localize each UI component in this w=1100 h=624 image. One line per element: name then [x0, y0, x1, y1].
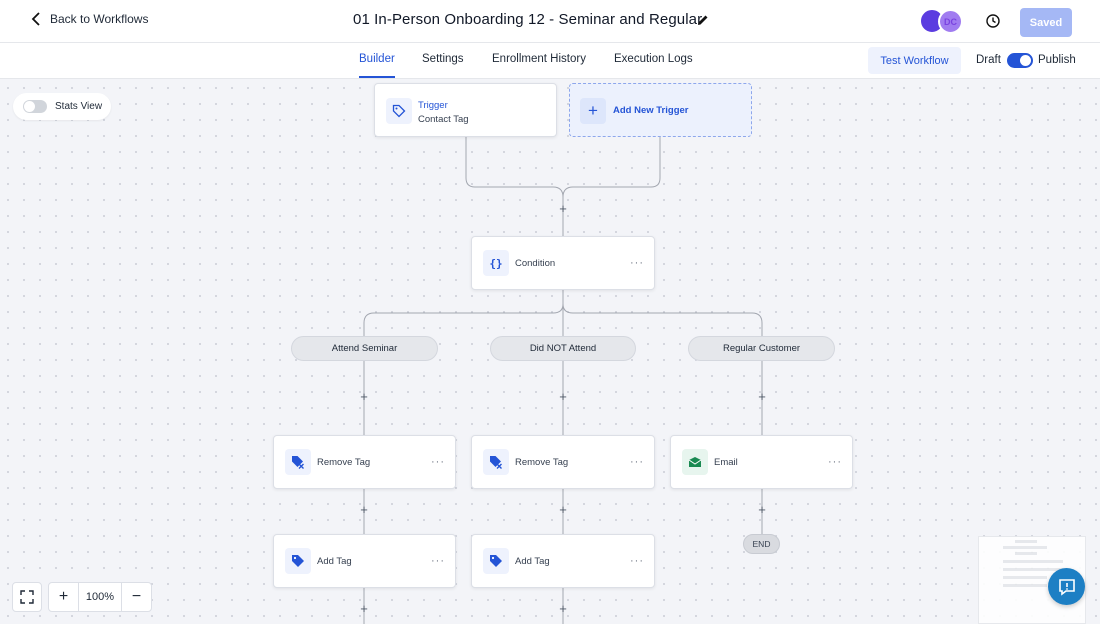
add-new-trigger-button[interactable]: + Add New Trigger [569, 83, 752, 137]
condition-node[interactable]: {} Condition ··· [471, 236, 655, 290]
trigger-title: Trigger [418, 100, 448, 111]
remove-tag-icon [285, 449, 311, 475]
add-step-plus[interactable]: + [758, 389, 766, 404]
add-step-plus[interactable]: + [360, 389, 368, 404]
minimap[interactable] [978, 536, 1086, 624]
active-tab-indicator [359, 76, 395, 78]
branch-regular-customer[interactable]: Regular Customer [688, 336, 835, 361]
add-tag-node[interactable]: Add Tag ··· [471, 534, 655, 588]
back-to-workflows-link[interactable]: Back to Workflows [30, 12, 148, 26]
saved-button[interactable]: Saved [1020, 8, 1072, 37]
add-tag-icon [285, 548, 311, 574]
minimap-node [1003, 576, 1047, 579]
add-step-plus[interactable]: + [559, 389, 567, 404]
feedback-icon [1058, 578, 1075, 596]
top-bar: Back to Workflows 01 In-Person Onboardin… [0, 0, 1100, 43]
add-step-plus[interactable]: + [559, 201, 567, 216]
test-workflow-button[interactable]: Test Workflow [868, 47, 961, 74]
email-node[interactable]: Email ··· [670, 435, 853, 489]
tab-enrollment-history[interactable]: Enrollment History [492, 53, 586, 65]
minimap-node [1003, 560, 1063, 563]
fit-view-button[interactable] [12, 582, 42, 612]
zoom-controls: + 100% − [48, 582, 152, 612]
pencil-icon[interactable] [697, 14, 709, 26]
trigger-node[interactable]: Trigger Contact Tag [374, 83, 557, 137]
zoom-out-button[interactable]: − [131, 588, 142, 605]
condition-label: Condition [515, 257, 556, 269]
add-tag-icon [483, 548, 509, 574]
email-icon [682, 449, 708, 475]
expand-icon [20, 590, 34, 604]
zoom-in-button[interactable]: + [58, 588, 69, 605]
minimap-node [1003, 568, 1063, 571]
minimap-node [1003, 584, 1047, 587]
trigger-subtitle: Contact Tag [418, 114, 469, 125]
more-options-icon[interactable]: ··· [431, 555, 445, 567]
more-options-icon[interactable]: ··· [630, 555, 644, 567]
add-step-plus[interactable]: + [758, 502, 766, 517]
history-icon[interactable] [985, 13, 1001, 29]
add-step-plus[interactable]: + [360, 601, 368, 616]
help-chat-button[interactable] [1048, 568, 1085, 605]
stats-view-toggle[interactable] [23, 100, 47, 113]
end-marker: END [743, 534, 780, 554]
zoom-level: 100% [78, 583, 122, 611]
add-step-plus[interactable]: + [360, 502, 368, 517]
remove-tag-node[interactable]: Remove Tag ··· [471, 435, 655, 489]
back-label: Back to Workflows [50, 12, 149, 26]
connector-lines [363, 137, 763, 624]
stats-view-control: Stats View [13, 93, 111, 120]
tag-icon [386, 98, 412, 124]
branch-did-not-attend[interactable]: Did NOT Attend [490, 336, 636, 361]
step-label: Remove Tag [317, 456, 371, 468]
more-options-icon[interactable]: ··· [828, 456, 842, 468]
more-options-icon[interactable]: ··· [431, 456, 445, 468]
workflow-title: 01 In-Person Onboarding 12 - Seminar and… [353, 11, 703, 28]
avatar: DC [938, 9, 963, 34]
collaborator-avatars[interactable]: DC [920, 9, 966, 34]
minimap-node [1015, 552, 1037, 555]
step-label: Add Tag [515, 555, 550, 567]
publish-label: Publish [1038, 54, 1076, 66]
add-tag-node[interactable]: Add Tag ··· [273, 534, 456, 588]
plus-icon: + [580, 98, 606, 124]
stats-view-label: Stats View [55, 101, 103, 112]
more-options-icon[interactable]: ··· [630, 456, 644, 468]
add-step-plus[interactable]: + [559, 601, 567, 616]
remove-tag-node[interactable]: Remove Tag ··· [273, 435, 456, 489]
chevron-left-icon [31, 12, 40, 26]
tab-execution-logs[interactable]: Execution Logs [614, 53, 693, 65]
step-label: Add Tag [317, 555, 352, 567]
more-options-icon[interactable]: ··· [630, 257, 644, 269]
tab-builder[interactable]: Builder [359, 53, 395, 65]
draft-label: Draft [976, 54, 1001, 66]
braces-icon: {} [483, 250, 509, 276]
publish-toggle[interactable] [1007, 53, 1033, 68]
minimap-node [1015, 540, 1037, 543]
step-label: Remove Tag [515, 456, 569, 468]
step-label: Email [714, 456, 738, 468]
remove-tag-icon [483, 449, 509, 475]
workflow-canvas[interactable]: Stats View Trigger Contact Tag + Add New… [0, 80, 1100, 624]
tab-bar: Builder Settings Enrollment History Exec… [0, 43, 1100, 79]
tab-settings[interactable]: Settings [422, 53, 464, 65]
branch-attend-seminar[interactable]: Attend Seminar [291, 336, 438, 361]
minimap-node [1003, 546, 1047, 549]
add-trigger-label: Add New Trigger [613, 105, 689, 116]
add-step-plus[interactable]: + [559, 502, 567, 517]
